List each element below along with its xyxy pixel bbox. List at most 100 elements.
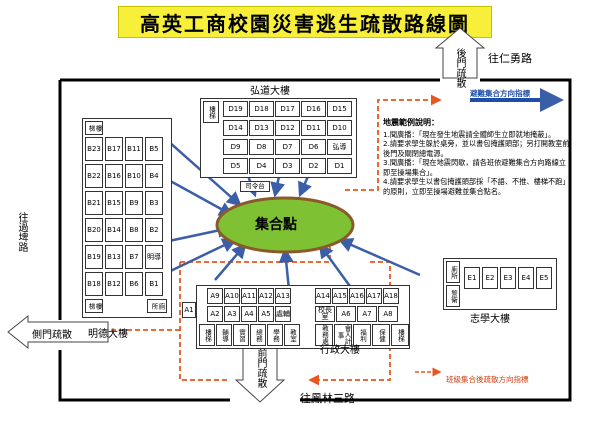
room: B4 [145,164,163,188]
room: A14 [315,288,331,304]
room: 樓梯 [391,324,409,346]
room: 校長室 [315,306,335,322]
room: E3 [500,267,516,289]
room: E4 [518,267,534,289]
room: D18 [249,101,274,117]
mingde-stair-bottom: 樓梯 [85,299,103,313]
xingzheng-building-name: 行政大樓 [320,345,360,356]
room: A13 [275,288,291,304]
note-item-4: 4.請要求學生以書包掩護頭部採「不語、不推、樓梯不跑」的原則，立即至操場避難並集… [383,177,570,196]
room: A9 [207,288,223,304]
mingde-stair-top: 樓梯 [85,121,103,135]
room: D5 [223,158,248,174]
room: D14 [223,120,248,136]
room: B11 [125,137,143,161]
room: A10 [224,288,240,304]
room: B21 [85,191,103,215]
room: B19 [85,245,103,269]
room: B13 [105,245,123,269]
room: D12 [275,120,300,136]
room: B3 [145,191,163,215]
room: D15 [327,101,352,117]
note-item-2: 2.請要求學生躲於桌旁，並以書包掩護頭部；另打開教室前後門及關閉總電源。 [383,139,570,158]
room: E2 [482,267,498,289]
room: A17 [366,288,382,304]
note-item-3: 3.聞廣播：「現在地震閃歇，請各班依避難集合方向路線立即至操場集合」。 [383,158,566,177]
zhixue-guard: 警衛 [446,285,460,307]
hongdao-building-name: 弘道大樓 [250,86,290,97]
room: B17 [105,137,123,161]
room: 學務 [267,324,283,346]
room: E5 [536,267,552,289]
room: A7 [357,306,377,322]
room: B6 [125,272,143,296]
zhixue-toilet: 廁所 [446,261,460,283]
room: 教室 [284,324,300,346]
notes-heading: 地震範例說明： [383,118,439,127]
room: B9 [125,191,143,215]
room: 保健 [372,324,390,346]
room: 明導 [145,245,163,269]
room: B15 [105,191,123,215]
back-gate-label: 後門疏散 [454,48,465,88]
room: 弘導 [327,139,352,155]
room: B14 [105,218,123,242]
legend-red-label: 班級集合後疏散方向指標 [446,375,529,384]
room: 實習 [233,324,249,346]
room: D4 [249,158,274,174]
room: 會人計事 [334,324,352,346]
room: A15 [332,288,348,304]
room: D9 [223,139,248,155]
room: A6 [336,306,356,322]
room: B12 [105,272,123,296]
assembly-point-label: 集合點 [255,217,297,233]
room: A18 [383,288,399,304]
hongdao-stair: 樓梯 [203,101,219,123]
room: 處輔 [275,306,291,322]
road-west: 往過埤路 [16,212,27,252]
room: A5 [258,306,274,322]
room: 總務 [250,324,266,346]
room: D17 [275,101,300,117]
room: A12 [258,288,274,304]
room: B16 [105,164,123,188]
room: 樓梯 [199,324,215,346]
legend-blue-label: 避難集合方向指標 [470,89,530,98]
mingde-toilet: 廁所 [147,299,167,313]
room: D1 [327,158,352,174]
room: B10 [125,164,143,188]
room: D10 [327,120,352,136]
room: D8 [249,139,274,155]
road-north: 往仁勇路 [488,52,532,65]
room: D3 [275,158,300,174]
room: A8 [378,306,398,322]
room: D7 [275,139,300,155]
command-stage: 司令台 [240,181,270,192]
room: B18 [85,272,103,296]
room: 福利 [353,324,371,346]
room: A2 [207,306,223,322]
road-south: 往鳳林三路 [300,392,355,405]
room: B5 [145,137,163,161]
room: D16 [301,101,326,117]
room: D11 [301,120,326,136]
room-a1: A1 [182,302,196,318]
note-item-1: 1.聞廣播：「現在發生地震請全體師生立即就地掩蔽」。 [383,129,556,139]
room: D19 [223,101,248,117]
room: B7 [125,245,143,269]
room: B23 [85,137,103,161]
room: 教務處 [315,324,333,346]
page-title: 高英工商校園災害逃生疏散路線圖 [118,6,492,38]
zhixue-building-name: 志學大樓 [470,314,510,325]
mingde-building-name: 明德大樓 [88,329,128,340]
room: B1 [145,272,163,296]
side-gate-label: 側門疏散 [32,330,72,341]
room: D13 [249,120,274,136]
room: B2 [145,218,163,242]
room: 輔導 [216,324,232,346]
